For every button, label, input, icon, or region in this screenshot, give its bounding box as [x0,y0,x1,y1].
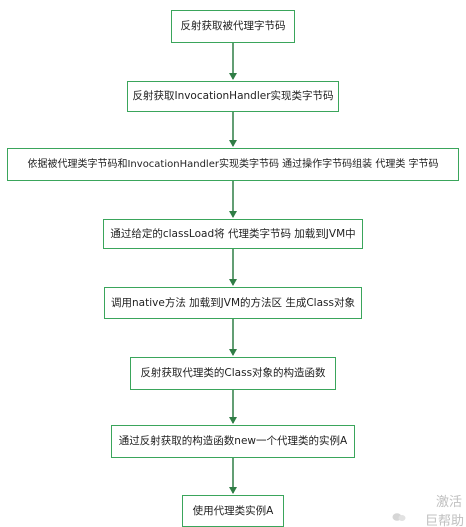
step-3-box: 依据被代理类字节码和InvocationHandler实现类字节码 通过操作字节… [7,148,459,181]
step-1-box: 反射获取被代理字节码 [171,10,295,43]
step-2-box: 反射获取InvocationHandler实现类字节码 [127,81,339,112]
step-4-box: 通过给定的classLoad将 代理类字节码 加载到JVM中 [103,219,363,249]
step-5-box: 调用native方法 加载到JVM的方法区 生成Class对象 [104,287,362,319]
step-7-box: 通过反射获取的构造函数new一个代理类的实例A [111,425,355,458]
watermark-icon [392,513,406,521]
step-8-box: 使用代理类实例A [182,495,284,527]
watermark-text: 激活 [435,495,462,510]
step-6-box: 反射获取代理类的Class对象的构造函数 [130,357,336,390]
watermark-subtext: 巨帮助 [424,514,464,527]
